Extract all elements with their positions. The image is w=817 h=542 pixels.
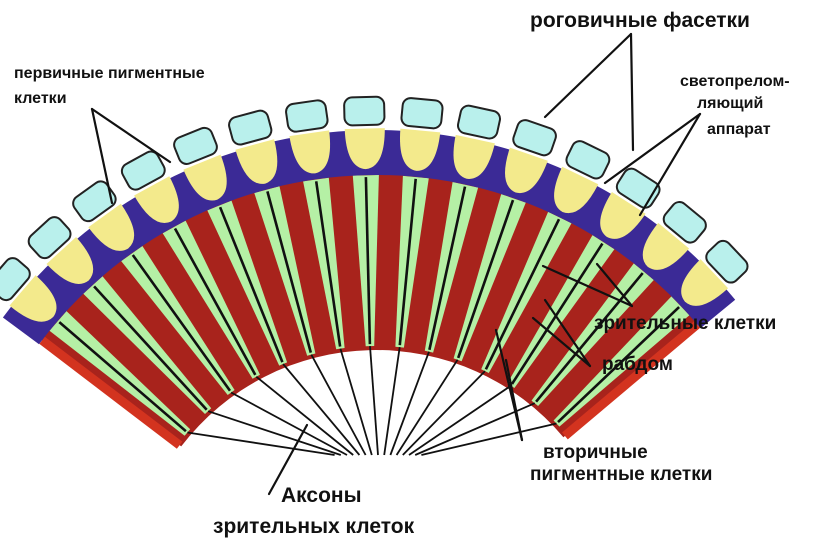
label-axons-line2: зрительных клеток xyxy=(213,515,415,538)
ptr-refract-2 xyxy=(640,114,700,215)
label-secondary-pigment-line2: пигментные клетки xyxy=(530,464,712,485)
ptr-facet-2 xyxy=(631,34,633,150)
corneal-facet xyxy=(344,97,385,126)
corneal-facet xyxy=(456,104,501,140)
ptr-primary-2 xyxy=(92,109,170,162)
label-corneal-facets: роговичные фасетки xyxy=(530,9,750,32)
label-primary-pigment-line2: клетки xyxy=(14,90,67,107)
axon xyxy=(421,424,556,456)
label-rhabdom: рабдом xyxy=(602,354,673,375)
label-secondary-pigment-line1: вторичные xyxy=(543,442,648,463)
ptr-facet-1 xyxy=(545,34,631,117)
label-refractive-line2: ляющий xyxy=(697,95,763,112)
corneal-facet xyxy=(285,99,329,132)
ptr-refract-1 xyxy=(605,114,700,183)
axon xyxy=(208,411,341,455)
corneal-facet xyxy=(401,97,443,129)
axon xyxy=(370,346,378,455)
label-refractive-line3: аппарат xyxy=(707,121,771,138)
corneal-facet xyxy=(227,109,273,146)
label-primary-pigment-line1: первичные пигментные xyxy=(14,65,205,82)
label-axons-line1: Аксоны xyxy=(281,484,362,507)
label-refractive-line1: светопрелом- xyxy=(680,73,790,90)
label-visual-cells: зрительные клетки xyxy=(594,313,776,334)
